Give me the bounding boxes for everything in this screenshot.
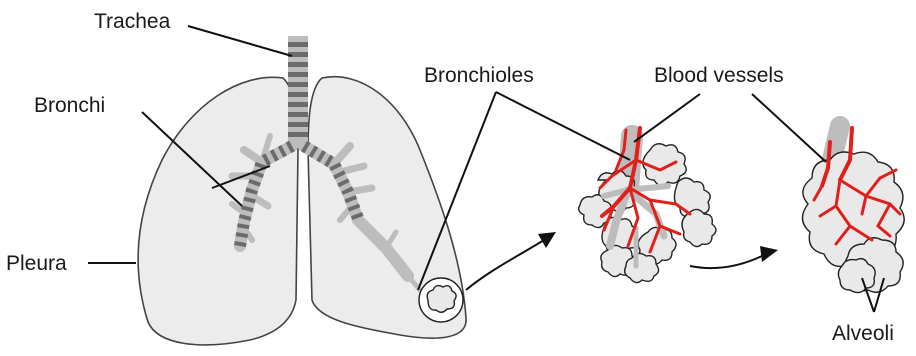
- bronchiole-cluster: [579, 128, 716, 283]
- pleura-label: Pleura: [6, 252, 67, 275]
- blood-vessels-leader-1: [634, 94, 700, 142]
- trachea-group: [288, 36, 308, 148]
- trachea-label: Trachea: [94, 10, 171, 33]
- zoom-arrow-2: [690, 246, 778, 268]
- bronchi-label: Bronchi: [34, 94, 105, 117]
- left-lung: [138, 77, 298, 345]
- zoom-circle: [419, 278, 463, 322]
- zoom-arrow-1: [466, 232, 556, 290]
- alveoli-label: Alveoli: [832, 322, 894, 345]
- bronchioles-leader-2: [496, 92, 630, 160]
- alveoli-detail: [802, 126, 904, 293]
- blood-vessels-label: Blood vessels: [654, 64, 784, 87]
- trachea-leader: [188, 26, 292, 56]
- blood-vessels-leader-2: [752, 94, 826, 162]
- bronchioles-label: Bronchioles: [424, 64, 534, 87]
